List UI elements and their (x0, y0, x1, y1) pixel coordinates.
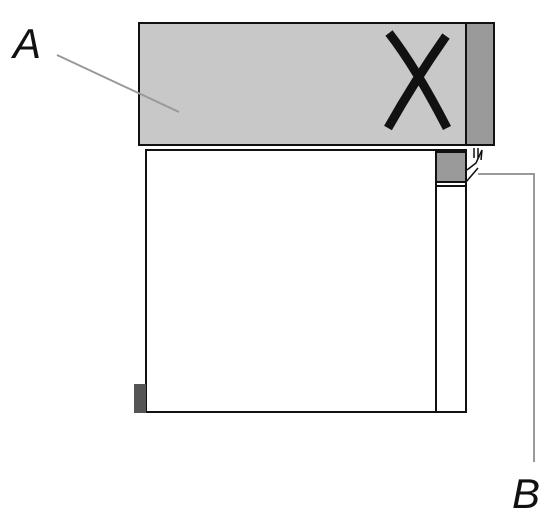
lower-panel (145, 149, 467, 413)
label-a: A (10, 20, 41, 67)
corner-block (134, 384, 146, 413)
upper-panel-side-strip (465, 22, 495, 146)
x-mark-icon (384, 30, 452, 131)
leader-line-a (56, 54, 180, 113)
label-b: B (512, 470, 540, 516)
part-b-block (435, 151, 467, 183)
hand-tool-icon (465, 148, 483, 183)
leader-line-b (478, 173, 535, 462)
